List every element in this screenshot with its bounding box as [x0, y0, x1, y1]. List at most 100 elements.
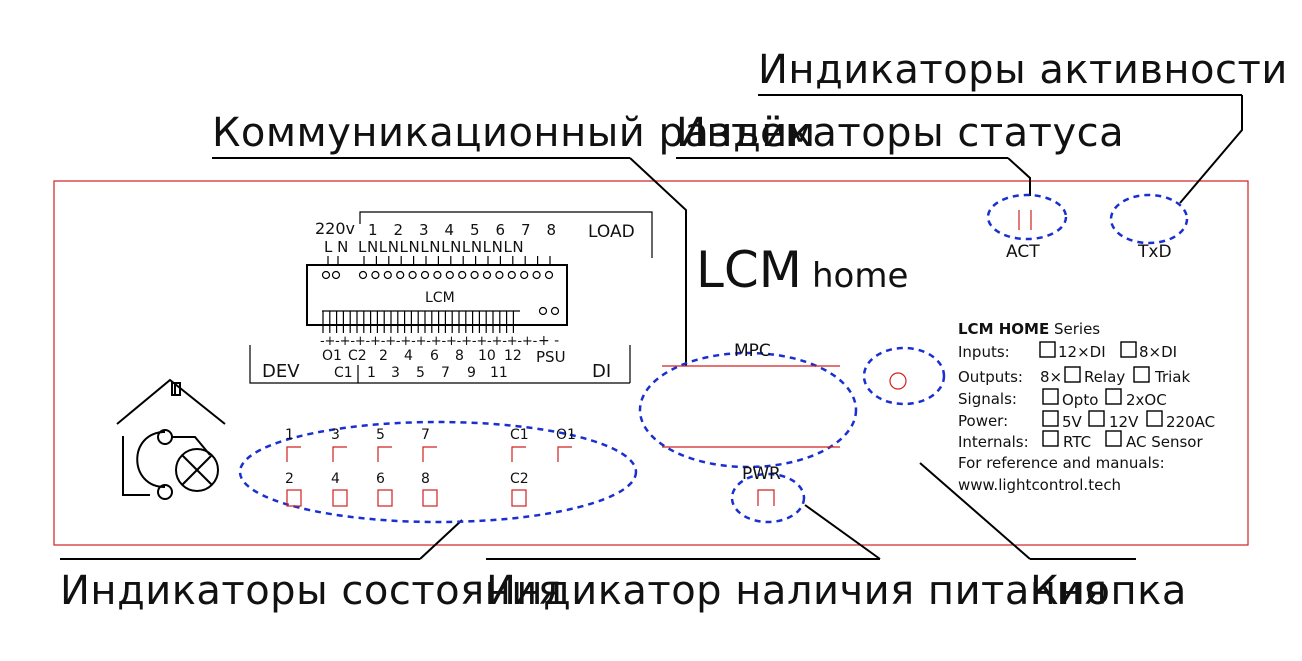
pwr-led: [757, 489, 775, 506]
device-panel-outline: [53, 180, 1249, 546]
internals-rtc-checkbox[interactable]: [1042, 430, 1059, 447]
inputs-8di-checkbox[interactable]: [1120, 341, 1137, 358]
lcm-module-label: LCM: [425, 290, 455, 306]
voltage-label: 220v: [315, 219, 355, 238]
power-220ac-checkbox[interactable]: [1146, 410, 1163, 427]
psu-polarity: + -: [538, 333, 559, 349]
state-led-label: 6: [376, 471, 385, 487]
inputs-12di-checkbox[interactable]: [1039, 341, 1056, 358]
button-ring: [862, 346, 946, 406]
di-number: 10: [478, 348, 496, 364]
terminal-screw: [495, 270, 504, 280]
state-led-label: 3: [331, 427, 340, 443]
callout-power-leader: [804, 504, 881, 560]
button-control[interactable]: [889, 372, 907, 390]
brand-sub-text: home: [812, 256, 908, 296]
terminal-screw: [445, 270, 454, 280]
callout-power-indicator: Индикатор наличия питания: [486, 568, 1108, 614]
signals-opto-checkbox[interactable]: [1042, 388, 1059, 405]
callout-uart-activity: Индикаторы активности UART: [758, 47, 1302, 93]
callout-button-leader: [919, 462, 1031, 560]
callout-status: Индикаторы статуса: [676, 110, 1124, 156]
load-channel-number: 6: [496, 221, 506, 239]
di-number: 8: [455, 348, 464, 364]
callout-status-leader: [1007, 157, 1031, 196]
state-led: [377, 446, 392, 462]
terminal-screw: [321, 270, 331, 280]
state-led: [332, 446, 347, 462]
txd-indicator-ring: [1109, 193, 1189, 245]
callout-connector: Коммуникационный разъём: [212, 110, 816, 156]
state-led: [286, 489, 302, 507]
terminal-module-body: [306, 264, 568, 326]
outputs-triak-label: Triak: [1154, 368, 1190, 386]
state-led-label: 2: [285, 471, 294, 487]
pwr-indicator-ring: [730, 472, 806, 524]
psu-screw-1: [538, 306, 548, 316]
terminal-screw: [470, 270, 479, 280]
internals-rtc-label: RTC: [1063, 433, 1091, 451]
outputs-relay-label: Relay: [1084, 368, 1125, 386]
state-led-label: C2: [510, 471, 529, 487]
outputs-triak-checkbox[interactable]: [1133, 366, 1150, 383]
ln-channels-label: LNLNLNLNLNLNLNLN: [358, 238, 524, 256]
act-label: ACT: [1006, 242, 1040, 262]
di-number: 11: [490, 365, 508, 381]
spec-internals-label: Internals:: [958, 433, 1029, 451]
callout-button: Кнопка: [1030, 568, 1187, 614]
pwr-label: PWR: [742, 464, 781, 484]
terminal-screw: [420, 270, 430, 280]
di-number: 9: [467, 365, 476, 381]
outputs-prefix: 8×: [1040, 368, 1062, 386]
ln-left-label: L N: [324, 238, 348, 256]
spec-outputs-label: Outputs:: [958, 368, 1023, 386]
power-12v-label: 12V: [1109, 413, 1139, 431]
terminal-screw: [396, 270, 405, 280]
state-led: [377, 489, 393, 507]
state-led-label: 7: [421, 427, 430, 443]
load-channel-number: 2: [394, 221, 404, 239]
lcm-house-logo-icon: [116, 378, 226, 500]
spec-reference-line: For reference and manuals:: [958, 454, 1165, 472]
state-led: [511, 446, 526, 462]
power-12v-checkbox[interactable]: [1088, 410, 1105, 427]
internals-ac-sensor-label: AC Sensor: [1126, 433, 1203, 451]
terminal-screw: [544, 270, 554, 280]
di-number: 2: [379, 348, 388, 364]
power-5v-checkbox[interactable]: [1042, 410, 1059, 427]
spec-power-label: Power:: [958, 412, 1008, 430]
callout-state-indicators: Индикаторы состояния: [60, 568, 562, 614]
power-220ac-label: 220AC: [1166, 413, 1215, 431]
txd-label: TxD: [1137, 242, 1172, 262]
di-number: 4: [404, 348, 413, 364]
state-led: [422, 446, 437, 462]
load-channel-number: 5: [470, 221, 480, 239]
terminal-screw: [433, 270, 442, 280]
spec-signals-label: Signals:: [958, 390, 1017, 408]
state-led: [422, 489, 438, 507]
terminal-screw-row: [321, 270, 554, 280]
state-led-label: C1: [510, 427, 529, 443]
internals-ac-sensor-checkbox[interactable]: [1105, 430, 1122, 447]
dev-bracket: [249, 345, 359, 384]
di-label: DI: [592, 361, 611, 382]
pin-header-ticks: [322, 310, 520, 333]
brand-logo-text: LCM: [696, 241, 802, 299]
pin-polarity-row: -+-+-+-+-+-+-+-+-+-+-+-+-+-+-: [320, 334, 538, 349]
outputs-relay-checkbox[interactable]: [1064, 366, 1081, 383]
spec-url[interactable]: www.lightcontrol.tech: [958, 476, 1121, 494]
state-indicators-ring: [238, 420, 638, 524]
signals-2xoc-checkbox[interactable]: [1105, 388, 1122, 405]
di-number: 12: [504, 348, 522, 364]
terminal-screw: [520, 270, 529, 280]
di-number: C2: [348, 348, 367, 364]
spec-series-line: LCM HOME Series: [958, 320, 1100, 338]
di-number: O1: [322, 348, 342, 364]
